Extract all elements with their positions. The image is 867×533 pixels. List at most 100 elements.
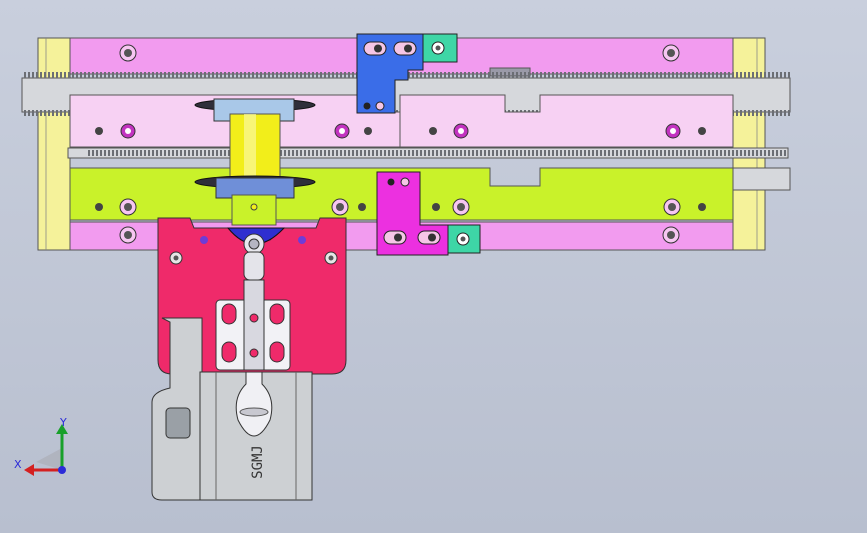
magenta-bracket-slot-2-bolt — [428, 233, 436, 242]
rail-tooth — [680, 150, 682, 156]
frame-right-post[interactable] — [732, 37, 766, 251]
rail-tooth — [208, 150, 210, 156]
green-plate-hole-1[interactable] — [95, 203, 103, 211]
motor-side-collar[interactable] — [165, 407, 191, 439]
pink-plate-hole-4[interactable] — [698, 127, 706, 135]
rail-tooth — [788, 72, 790, 78]
rail-tooth — [92, 72, 94, 78]
rail-tooth — [504, 150, 506, 156]
rail-tooth — [532, 150, 534, 156]
rail-tooth — [200, 72, 202, 78]
rail-tooth — [776, 72, 778, 78]
clevis-slot-right-bottom[interactable] — [269, 341, 285, 363]
red-block-dowel-left[interactable] — [200, 236, 208, 244]
frame-left-post[interactable] — [37, 37, 71, 251]
green-plate-hole-2[interactable] — [358, 203, 366, 211]
rail-tooth — [504, 72, 506, 78]
pink-plate-hole-1[interactable] — [95, 127, 103, 135]
clevis-slot-right-top[interactable] — [269, 303, 285, 325]
rail-tooth — [76, 72, 78, 78]
blue-bracket-screw-1[interactable] — [363, 102, 371, 110]
green-plate-hole-3[interactable] — [432, 203, 440, 211]
rail-tooth — [120, 72, 122, 78]
rail-tooth — [756, 110, 758, 116]
rail-tooth — [320, 72, 322, 78]
rail-tooth — [500, 72, 502, 78]
rail-tooth — [760, 72, 762, 78]
rail-tooth — [600, 150, 602, 156]
clevis-rod[interactable] — [243, 279, 265, 371]
bottom-plate-screw-left-head — [124, 231, 132, 239]
rail-tooth — [100, 72, 102, 78]
light-pink-carriage-plate-right[interactable] — [399, 94, 734, 148]
rail-tooth — [464, 150, 466, 156]
red-block-dowel-right[interactable] — [298, 236, 306, 244]
rail-tooth — [336, 72, 338, 78]
rail-tooth — [576, 150, 578, 156]
rail-tooth — [100, 150, 102, 156]
rail-tooth — [656, 72, 658, 78]
rail-tooth — [344, 150, 346, 156]
rail-tooth — [688, 72, 690, 78]
rail-tooth — [716, 150, 718, 156]
pink-plate-screw-4-head — [670, 128, 676, 134]
rail-tooth — [696, 150, 698, 156]
triad-z-origin — [58, 466, 66, 474]
pink-plate-hole-2[interactable] — [364, 127, 372, 135]
rail-tooth — [228, 72, 230, 78]
rail-tooth — [324, 150, 326, 156]
rail-tooth — [608, 150, 610, 156]
rail-tooth — [308, 150, 310, 156]
rail-tooth — [748, 110, 750, 116]
clevis-slot-left-top[interactable] — [221, 303, 237, 325]
rail-tooth — [740, 72, 742, 78]
clevis-pin-bottom[interactable] — [249, 348, 259, 358]
rail-tooth — [664, 72, 666, 78]
rail-tooth — [144, 72, 146, 78]
green-plate-hole-4[interactable] — [698, 203, 706, 211]
rail-tooth — [128, 72, 130, 78]
rail-tooth — [212, 72, 214, 78]
rail-tooth — [576, 72, 578, 78]
clevis-slot-left-bottom[interactable] — [221, 341, 237, 363]
pink-plate-hole-3[interactable] — [429, 127, 437, 135]
clevis-pin-top[interactable] — [249, 313, 259, 323]
blue-bracket-screw-2[interactable] — [375, 101, 385, 111]
rail-tooth — [184, 72, 186, 78]
rail-tooth — [96, 150, 98, 156]
magenta-bracket-screw-2[interactable] — [400, 177, 410, 187]
rail-tooth — [312, 150, 314, 156]
rail-tooth — [784, 72, 786, 78]
rail-tooth — [332, 72, 334, 78]
rail-tooth — [200, 150, 202, 156]
rail-tooth — [740, 110, 742, 116]
rail-tooth — [700, 72, 702, 78]
rail-tooth — [748, 150, 750, 156]
rail-tooth — [472, 150, 474, 156]
rail-tooth — [492, 150, 494, 156]
rail-tooth — [588, 72, 590, 78]
rail-tooth — [704, 72, 706, 78]
magenta-bracket-screw-1[interactable] — [387, 178, 395, 186]
triad-base-shadow — [36, 448, 62, 470]
rail-tooth — [592, 150, 594, 156]
rail-tooth — [180, 150, 182, 156]
rail-tooth — [288, 72, 290, 78]
rail-tooth — [604, 72, 606, 78]
rail-tooth — [68, 72, 70, 78]
teal-adjuster-bottom-bolt-core — [460, 236, 466, 242]
connecting-rod[interactable] — [243, 251, 265, 281]
rail-tooth — [636, 72, 638, 78]
rail-tooth — [136, 72, 138, 78]
right-rail-end[interactable] — [732, 167, 791, 191]
rail-tooth — [108, 150, 110, 156]
rail-tooth — [584, 150, 586, 156]
rail-tooth — [528, 72, 530, 78]
rail-tooth — [360, 150, 362, 156]
rail-tooth — [288, 150, 290, 156]
rail-tooth — [24, 72, 26, 78]
rail-tooth — [672, 72, 674, 78]
piston-bulb[interactable] — [235, 371, 273, 437]
